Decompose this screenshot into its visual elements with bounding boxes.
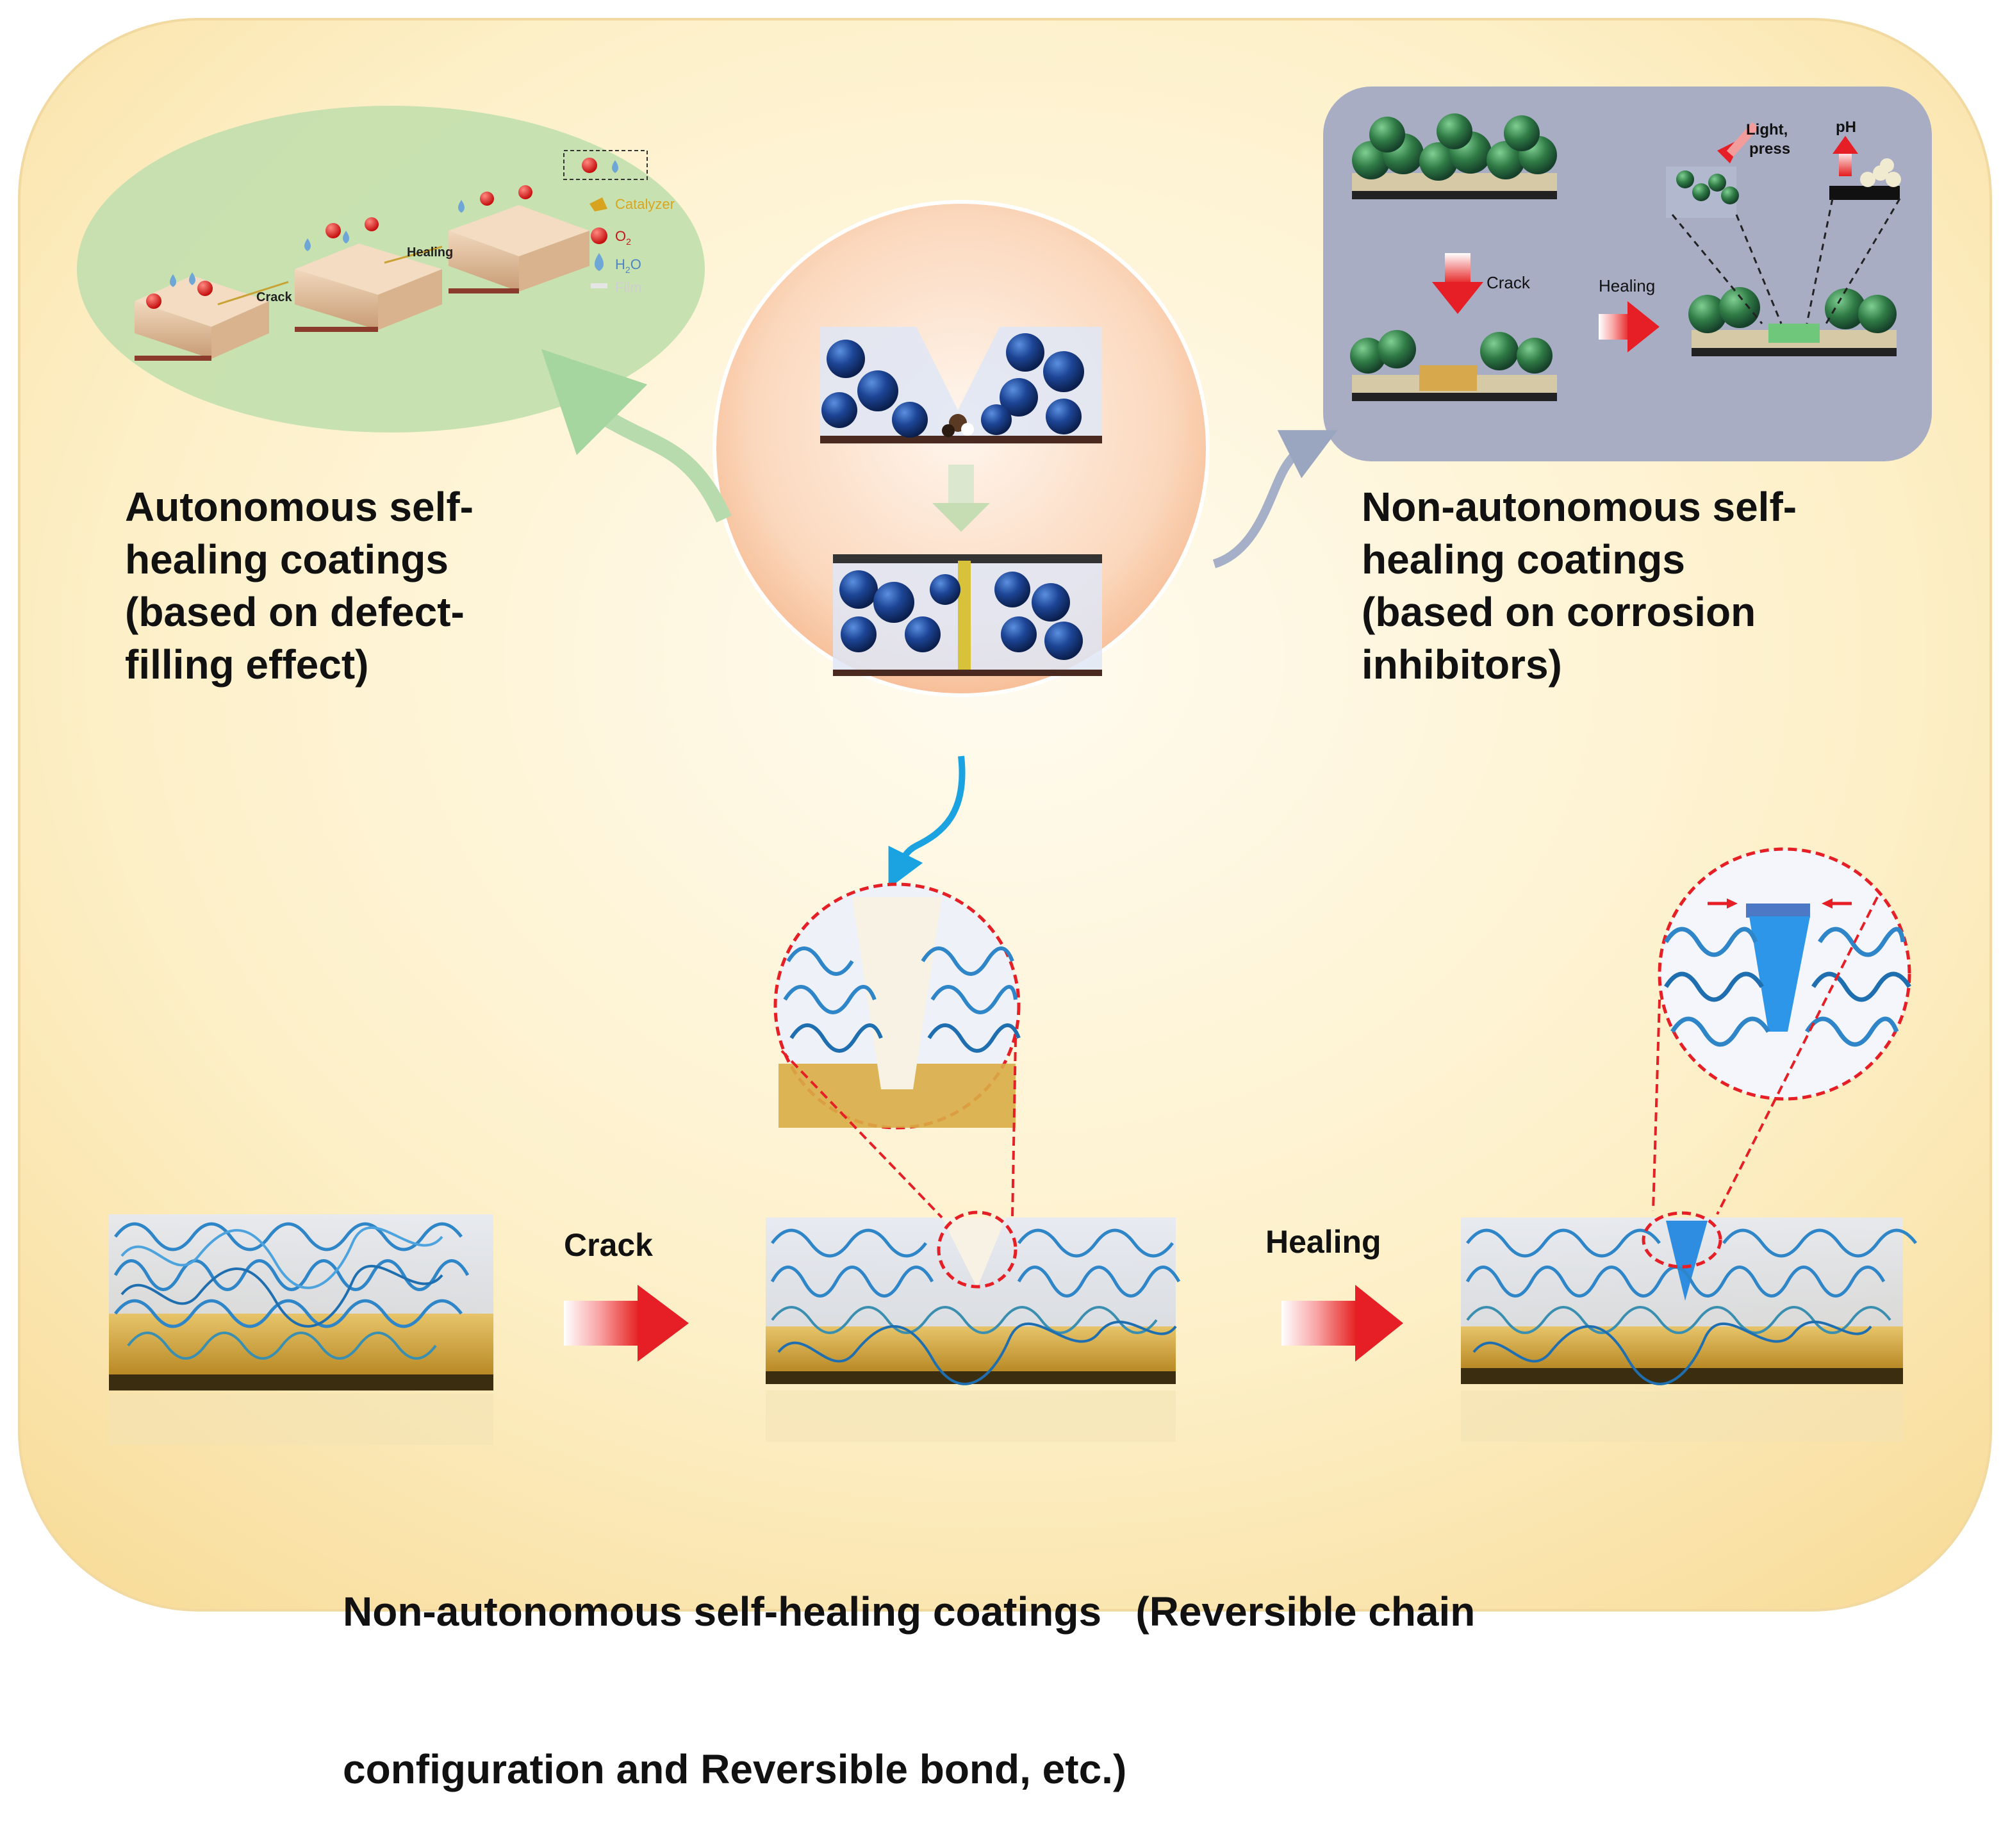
autonomous-line-2: healing coatings [125,536,449,582]
inhibitor-line-2: healing coatings [1362,536,1685,582]
autonomous-line-3: (based on defect- [125,589,465,635]
crack-label: Crack [564,1227,653,1263]
autonomous-line-1: Autonomous self- [125,484,474,530]
inhibitor-line-3: (based on corrosion [1362,589,1756,635]
diagram-canvas: Crack Healing Catalyzer O2 H2O Film [18,18,1992,1612]
zoom-cracked [773,882,1021,1219]
coating-cracked [766,1210,1181,1442]
autonomous-title: Autonomous self- healing coatings (based… [125,481,612,691]
healing-arrow [1281,1285,1403,1362]
inhibitor-crack-label: Crack [1487,273,1531,292]
autonomous-line-4: filling effect) [125,641,369,688]
healing-label: Healing [1265,1224,1381,1260]
light-press-label-2: press [1749,140,1790,158]
inhibitor-healing-label: Healing [1599,276,1655,295]
zoom-healed [1652,847,1911,1215]
ph-label: pH [1836,119,1856,136]
inhibitor-line-4: inhibitors) [1362,641,1562,688]
inset-crack-label: Crack [256,290,292,304]
slab-3 [449,205,589,293]
inset-h2o-label: H2O [615,256,641,275]
autonomous-inset [77,106,705,433]
center-circle [713,200,1210,697]
coating-intact [109,1214,493,1445]
inset-film-label: Film [615,279,642,295]
coating-healed [1461,1211,1917,1442]
slab-2 [295,243,442,332]
crack-arrow [564,1285,689,1362]
inset-o2-label: O2 [615,228,631,247]
reversible-caption-line-1: Non-autonomous self-healing coatings (Re… [343,1588,1476,1635]
arrow-to-reversible [888,755,966,889]
inhibitor-inset [1323,87,1932,461]
inhibitor-line-1: Non-autonomous self- [1362,484,1797,530]
slab-1 [135,276,269,361]
inset-healing-label: Healing [407,245,453,260]
arrow-to-autonomous [541,349,732,523]
reversible-caption: Non-autonomous self-healing coatings (Re… [343,1480,1816,1848]
inset-catalyzer-label: Catalyzer [615,196,675,212]
arrow-to-inhibitor [1212,430,1338,568]
inhibitor-title: Non-autonomous self- healing coatings (b… [1362,481,1938,691]
light-press-label-1: Light, [1746,121,1788,138]
reversible-caption-line-2: configuration and Reversible bond, etc.) [343,1746,1127,1792]
